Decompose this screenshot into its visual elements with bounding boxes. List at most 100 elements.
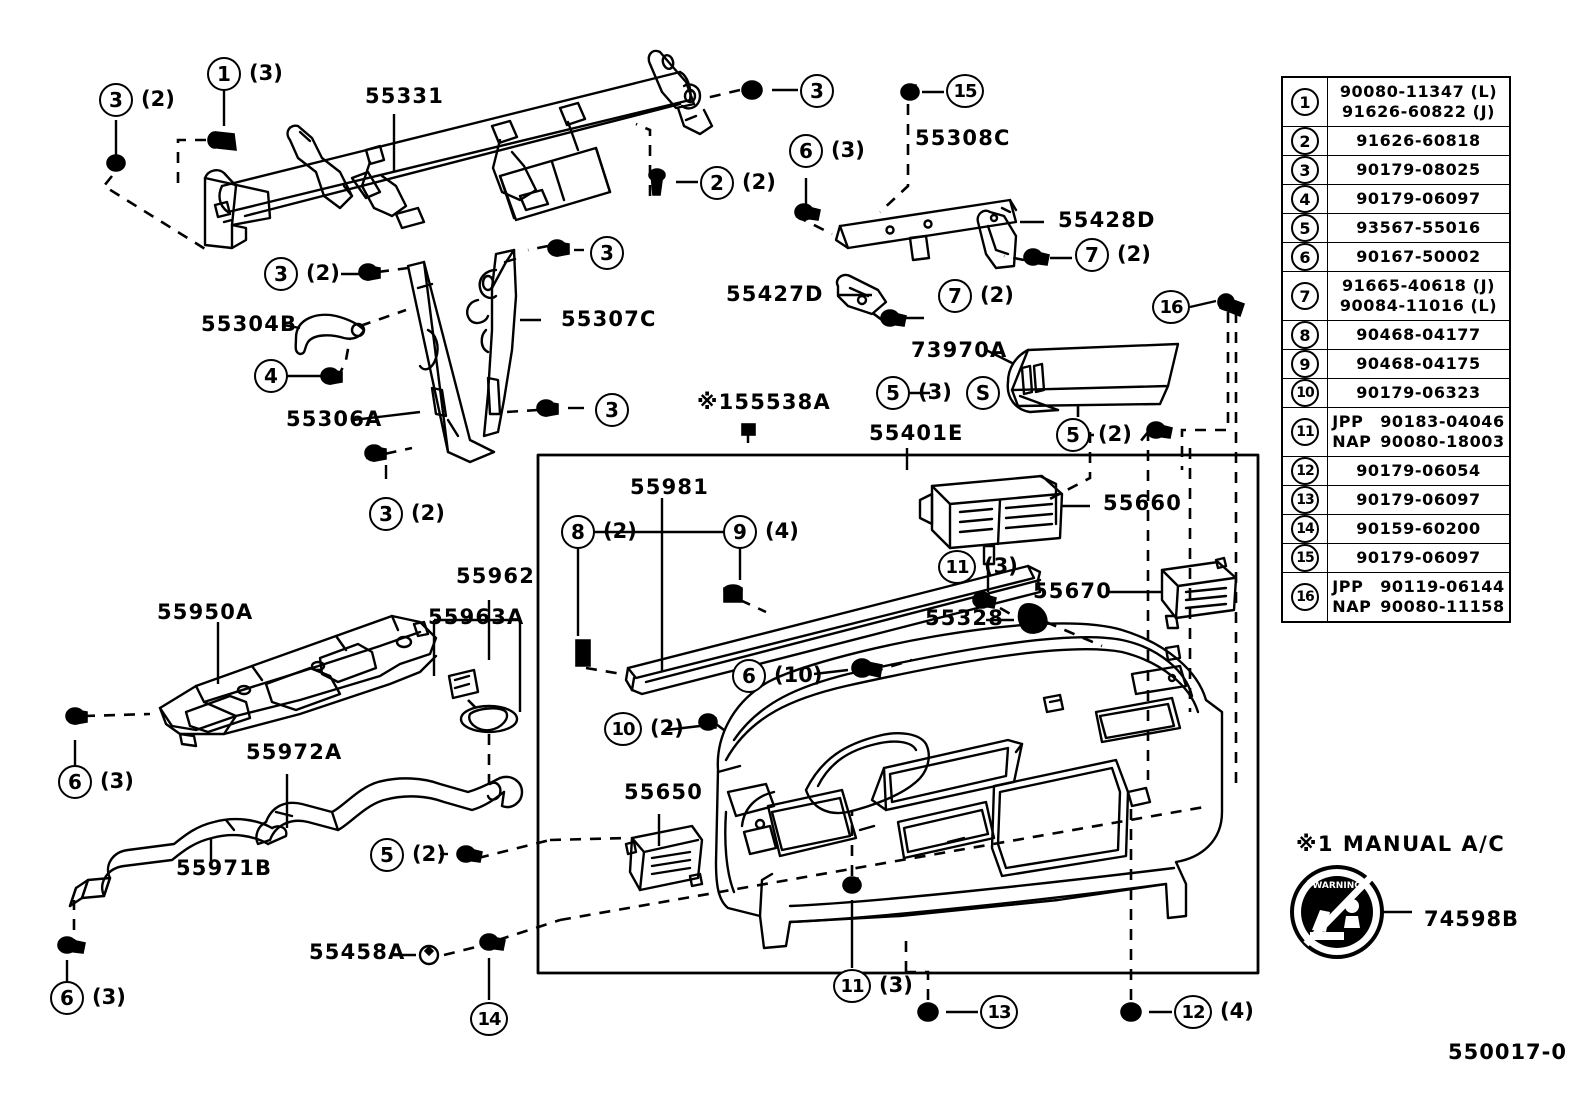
label-55660: 55660 bbox=[1103, 491, 1183, 515]
callout-9[interactable]: 9 bbox=[723, 515, 757, 549]
label-55306A: 55306A bbox=[286, 407, 383, 431]
callout-7-upper[interactable]: 7 bbox=[1075, 238, 1109, 272]
callout-10[interactable]: 10 bbox=[604, 712, 642, 746]
leader-lines-solid bbox=[65, 88, 1412, 1014]
callout-11-upper[interactable]: 11 bbox=[938, 550, 976, 584]
callout-7-upper-qty: (2) bbox=[1117, 242, 1151, 266]
table-partnumber-cell: 90468-04177 bbox=[1327, 320, 1511, 350]
part-55971B-duct bbox=[68, 817, 288, 908]
ref-circle-6: 6 bbox=[1291, 243, 1319, 271]
callout-3-pillar-top[interactable]: 3 bbox=[590, 236, 624, 270]
ref-circle-4: 4 bbox=[1291, 185, 1319, 213]
part-55306A-pillar bbox=[406, 260, 496, 464]
table-ref-cell: 2 bbox=[1281, 126, 1328, 156]
callout-6-brace[interactable]: 6 bbox=[789, 134, 823, 168]
callout-4[interactable]: 4 bbox=[254, 359, 288, 393]
callout-13[interactable]: 13 bbox=[980, 995, 1018, 1029]
callout-S[interactable]: S bbox=[966, 376, 1000, 410]
ref-circle-5: 5 bbox=[1291, 214, 1319, 242]
label-55331: 55331 bbox=[365, 84, 445, 108]
label-55650: 55650 bbox=[624, 780, 704, 804]
callout-1[interactable]: 1 bbox=[207, 57, 241, 91]
callout-6-panel[interactable]: 6 bbox=[732, 659, 766, 693]
part-number: 90080-18003 bbox=[1380, 432, 1505, 451]
table-partnumber-cell: 90080-11347 (L)91626-60822 (J) bbox=[1327, 76, 1511, 127]
callout-12[interactable]: 12 bbox=[1174, 995, 1212, 1029]
label-55308C: 55308C bbox=[915, 126, 1011, 150]
svg-text:WARNING: WARNING bbox=[1312, 881, 1361, 891]
market-code: NAP bbox=[1332, 597, 1372, 616]
callout-16[interactable]: 16 bbox=[1152, 290, 1190, 324]
part-number: 90179-06054 bbox=[1356, 461, 1481, 480]
ref-circle-14: 14 bbox=[1291, 515, 1319, 543]
callout-3[interactable]: 3 bbox=[99, 83, 133, 117]
market-code: JPP bbox=[1332, 412, 1364, 431]
table-row: 10 90179-06323 bbox=[1281, 378, 1511, 408]
callout-3-304B[interactable]: 3 bbox=[264, 257, 298, 291]
callout-6-duct[interactable]: 6 bbox=[50, 981, 84, 1015]
table-partnumber-cell: 90179-06323 bbox=[1327, 378, 1511, 408]
callout-3-307C[interactable]: 3 bbox=[595, 393, 629, 427]
table-ref-cell: 8 bbox=[1281, 320, 1328, 350]
table-row: 14 90159-60200 bbox=[1281, 514, 1511, 544]
table-partnumber-cell: 90159-60200 bbox=[1327, 514, 1511, 544]
airbag-warning-decal: WARNING bbox=[1290, 865, 1384, 959]
callout-5-door[interactable]: 5 bbox=[876, 376, 910, 410]
table-partnumber-cell: 90179-06054 bbox=[1327, 456, 1511, 486]
callout-6-nozzle[interactable]: 6 bbox=[58, 765, 92, 799]
callout-5-458A[interactable]: 5 bbox=[370, 838, 404, 872]
label-55950A: 55950A bbox=[157, 600, 254, 624]
table-ref-cell: 5 bbox=[1281, 213, 1328, 243]
part-55308C-brace bbox=[834, 198, 1018, 262]
callout-7-lower[interactable]: 7 bbox=[938, 279, 972, 313]
ref-circle-10: 10 bbox=[1291, 379, 1319, 407]
part-number: 90159-60200 bbox=[1356, 519, 1481, 538]
part-number: 90119-06144 bbox=[1380, 577, 1505, 596]
part-number: 90084-11016 (L) bbox=[1339, 296, 1498, 315]
callout-11-lower-qty: (3) bbox=[879, 973, 913, 997]
callout-6-nozzle-qty: (3) bbox=[100, 769, 134, 793]
callout-3-306A[interactable]: 3 bbox=[369, 497, 403, 531]
part-number: 90468-04177 bbox=[1356, 325, 1481, 344]
part-55304B-handle bbox=[294, 313, 366, 356]
ref-circle-3: 3 bbox=[1291, 156, 1319, 184]
part-number: 90080-11347 (L) bbox=[1339, 82, 1498, 101]
label-55401E: 55401E bbox=[869, 421, 964, 445]
table-ref-cell: 4 bbox=[1281, 184, 1328, 214]
part-number: 90179-06097 bbox=[1356, 548, 1481, 567]
part-55972A-duct bbox=[255, 775, 524, 846]
callout-11-lower[interactable]: 11 bbox=[833, 969, 871, 1003]
callout-14[interactable]: 14 bbox=[470, 1002, 508, 1036]
table-ref-cell: 14 bbox=[1281, 514, 1328, 544]
callout-9-qty: (4) bbox=[765, 519, 799, 543]
callout-11-upper-qty: (3) bbox=[984, 554, 1018, 578]
label-73970A: 73970A bbox=[911, 338, 1008, 362]
label-74598B: 74598B bbox=[1424, 907, 1520, 931]
table-row: 8 90468-04177 bbox=[1281, 320, 1511, 350]
callout-3-beam[interactable]: 3 bbox=[800, 74, 834, 108]
table-ref-cell: 16 bbox=[1281, 572, 1328, 623]
callout-8[interactable]: 8 bbox=[561, 515, 595, 549]
ref-circle-9: 9 bbox=[1291, 350, 1319, 378]
table-ref-cell: 3 bbox=[1281, 155, 1328, 185]
part-55963A-grille bbox=[447, 668, 519, 734]
label-55328: 55328 bbox=[925, 606, 1005, 630]
callout-2[interactable]: 2 bbox=[700, 166, 734, 200]
callout-15[interactable]: 15 bbox=[946, 74, 984, 108]
callout-8-qty: (2) bbox=[603, 519, 637, 543]
table-ref-cell: 15 bbox=[1281, 543, 1328, 573]
part-number: 91626-60822 (J) bbox=[1341, 102, 1496, 121]
callout-2-qty: (2) bbox=[742, 170, 776, 194]
callout-3-304B-qty: (2) bbox=[306, 261, 340, 285]
label-55427D: 55427D bbox=[726, 282, 824, 306]
fasteners bbox=[57, 80, 1246, 1022]
callout-5-door2[interactable]: 5 bbox=[1056, 418, 1090, 452]
table-ref-cell: 7 bbox=[1281, 271, 1328, 321]
part-number: 90468-04175 bbox=[1356, 354, 1481, 373]
